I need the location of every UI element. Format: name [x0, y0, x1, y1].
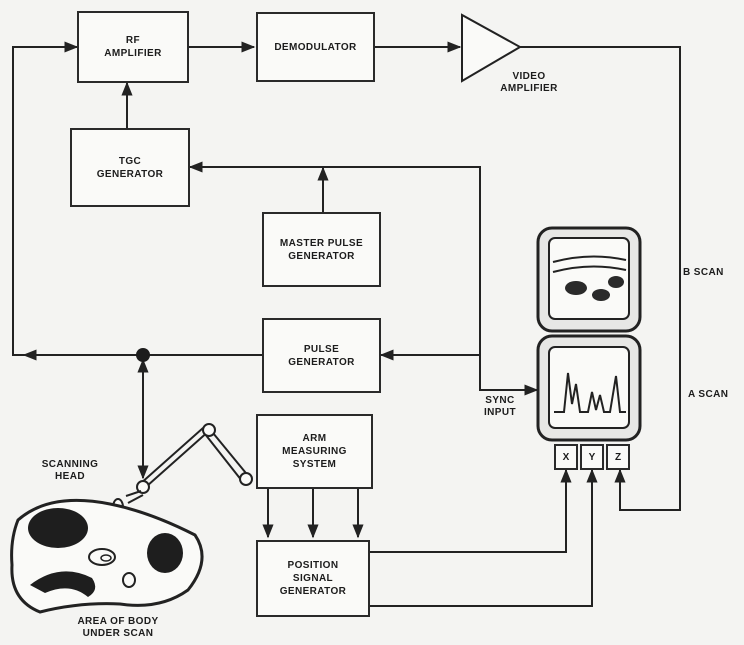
master-pulse-generator-block: MASTER PULSE GENERATOR [262, 212, 381, 287]
demodulator-block: DEMODULATOR [256, 12, 375, 82]
x-input-key: X [554, 444, 578, 470]
arm-measuring-system-block: ARM MEASURING SYSTEM [256, 414, 373, 489]
position-to-x-line [370, 468, 572, 553]
sync-input-label: SYNC INPUT [484, 395, 516, 418]
z-input-key: Z [606, 444, 630, 470]
scanning-arm [112, 423, 253, 516]
position-signal-generator-block: POSITION SIGNAL GENERATOR [256, 540, 370, 617]
video-output-line [520, 46, 681, 511]
display-monitor [536, 226, 642, 442]
video-amplifier-label: VIDEO AMPLIFIER [500, 71, 558, 94]
b-scan-label: B SCAN [683, 267, 724, 278]
body-cross-section [10, 498, 204, 614]
position-to-y-line [370, 468, 598, 607]
video-amplifier-triangle [461, 13, 523, 83]
scanning-head-label: SCANNING HEAD [41, 459, 99, 482]
area-of-body-label: AREA OF BODY UNDER SCAN [77, 616, 159, 639]
junction-to-rf-feedback [12, 41, 143, 356]
junction-dot [136, 348, 150, 362]
a-scan-label: A SCAN [688, 389, 729, 400]
bus-to-sync-line [323, 166, 539, 396]
rf-amplifier-block: RF AMPLIFIER [77, 11, 189, 83]
y-input-key: Y [580, 444, 604, 470]
pulse-generator-block: PULSE GENERATOR [262, 318, 381, 393]
tgc-generator-block: TGC GENERATOR [70, 128, 190, 207]
